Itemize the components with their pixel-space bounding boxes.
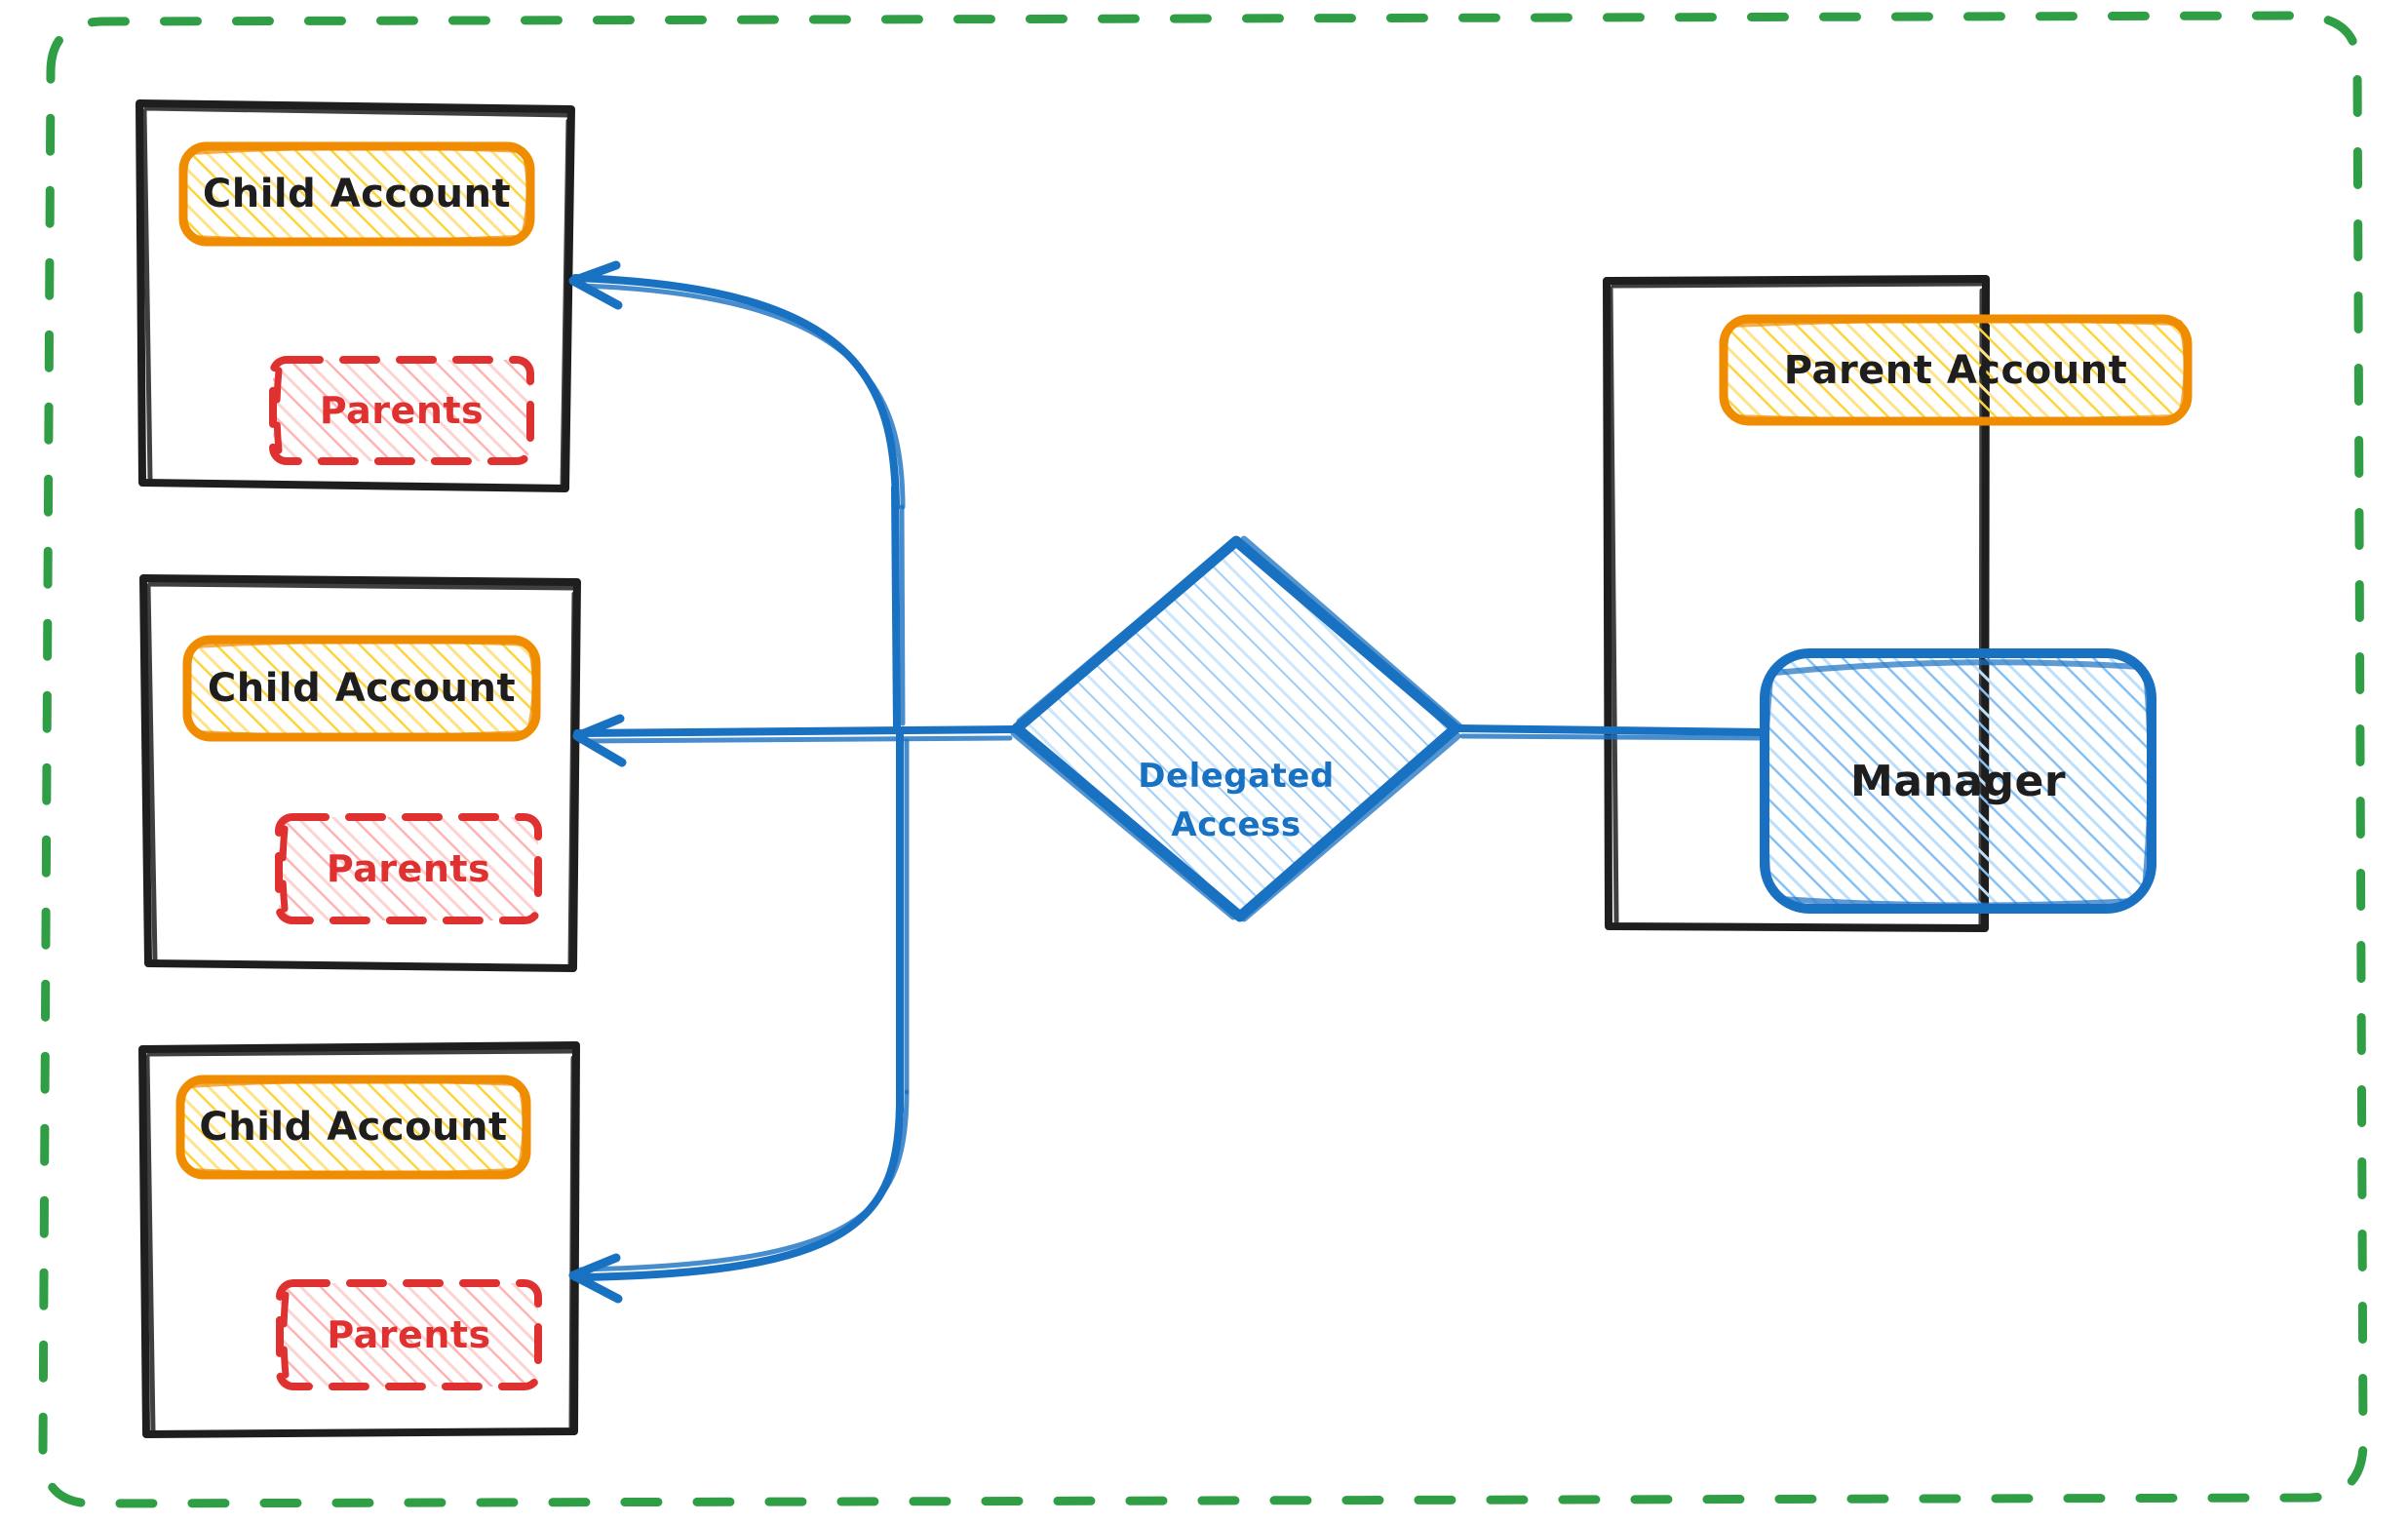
parents-2-shape[interactable] [275, 813, 542, 924]
organization-boundary [38, 11, 2368, 1508]
connector-delegated-to-child-3 [568, 1089, 910, 1304]
parent-account-shape[interactable] [1719, 314, 2193, 426]
child-account-2-shape[interactable] [182, 635, 541, 742]
delegated-access-shape[interactable] [1010, 535, 1463, 922]
connector-vertical-trunk [891, 484, 910, 1115]
manager-shape[interactable] [1760, 648, 2156, 914]
parents-1-shape[interactable] [269, 356, 534, 465]
connector-delegated-to-child-2 [572, 714, 1018, 767]
child-account-1-shape[interactable] [178, 141, 535, 247]
child-account-3-shape[interactable] [175, 1075, 531, 1180]
connector-manager-to-delegated [1455, 724, 1768, 741]
connector-delegated-to-child-1 [568, 260, 906, 511]
parents-3-shape[interactable] [276, 1279, 542, 1390]
